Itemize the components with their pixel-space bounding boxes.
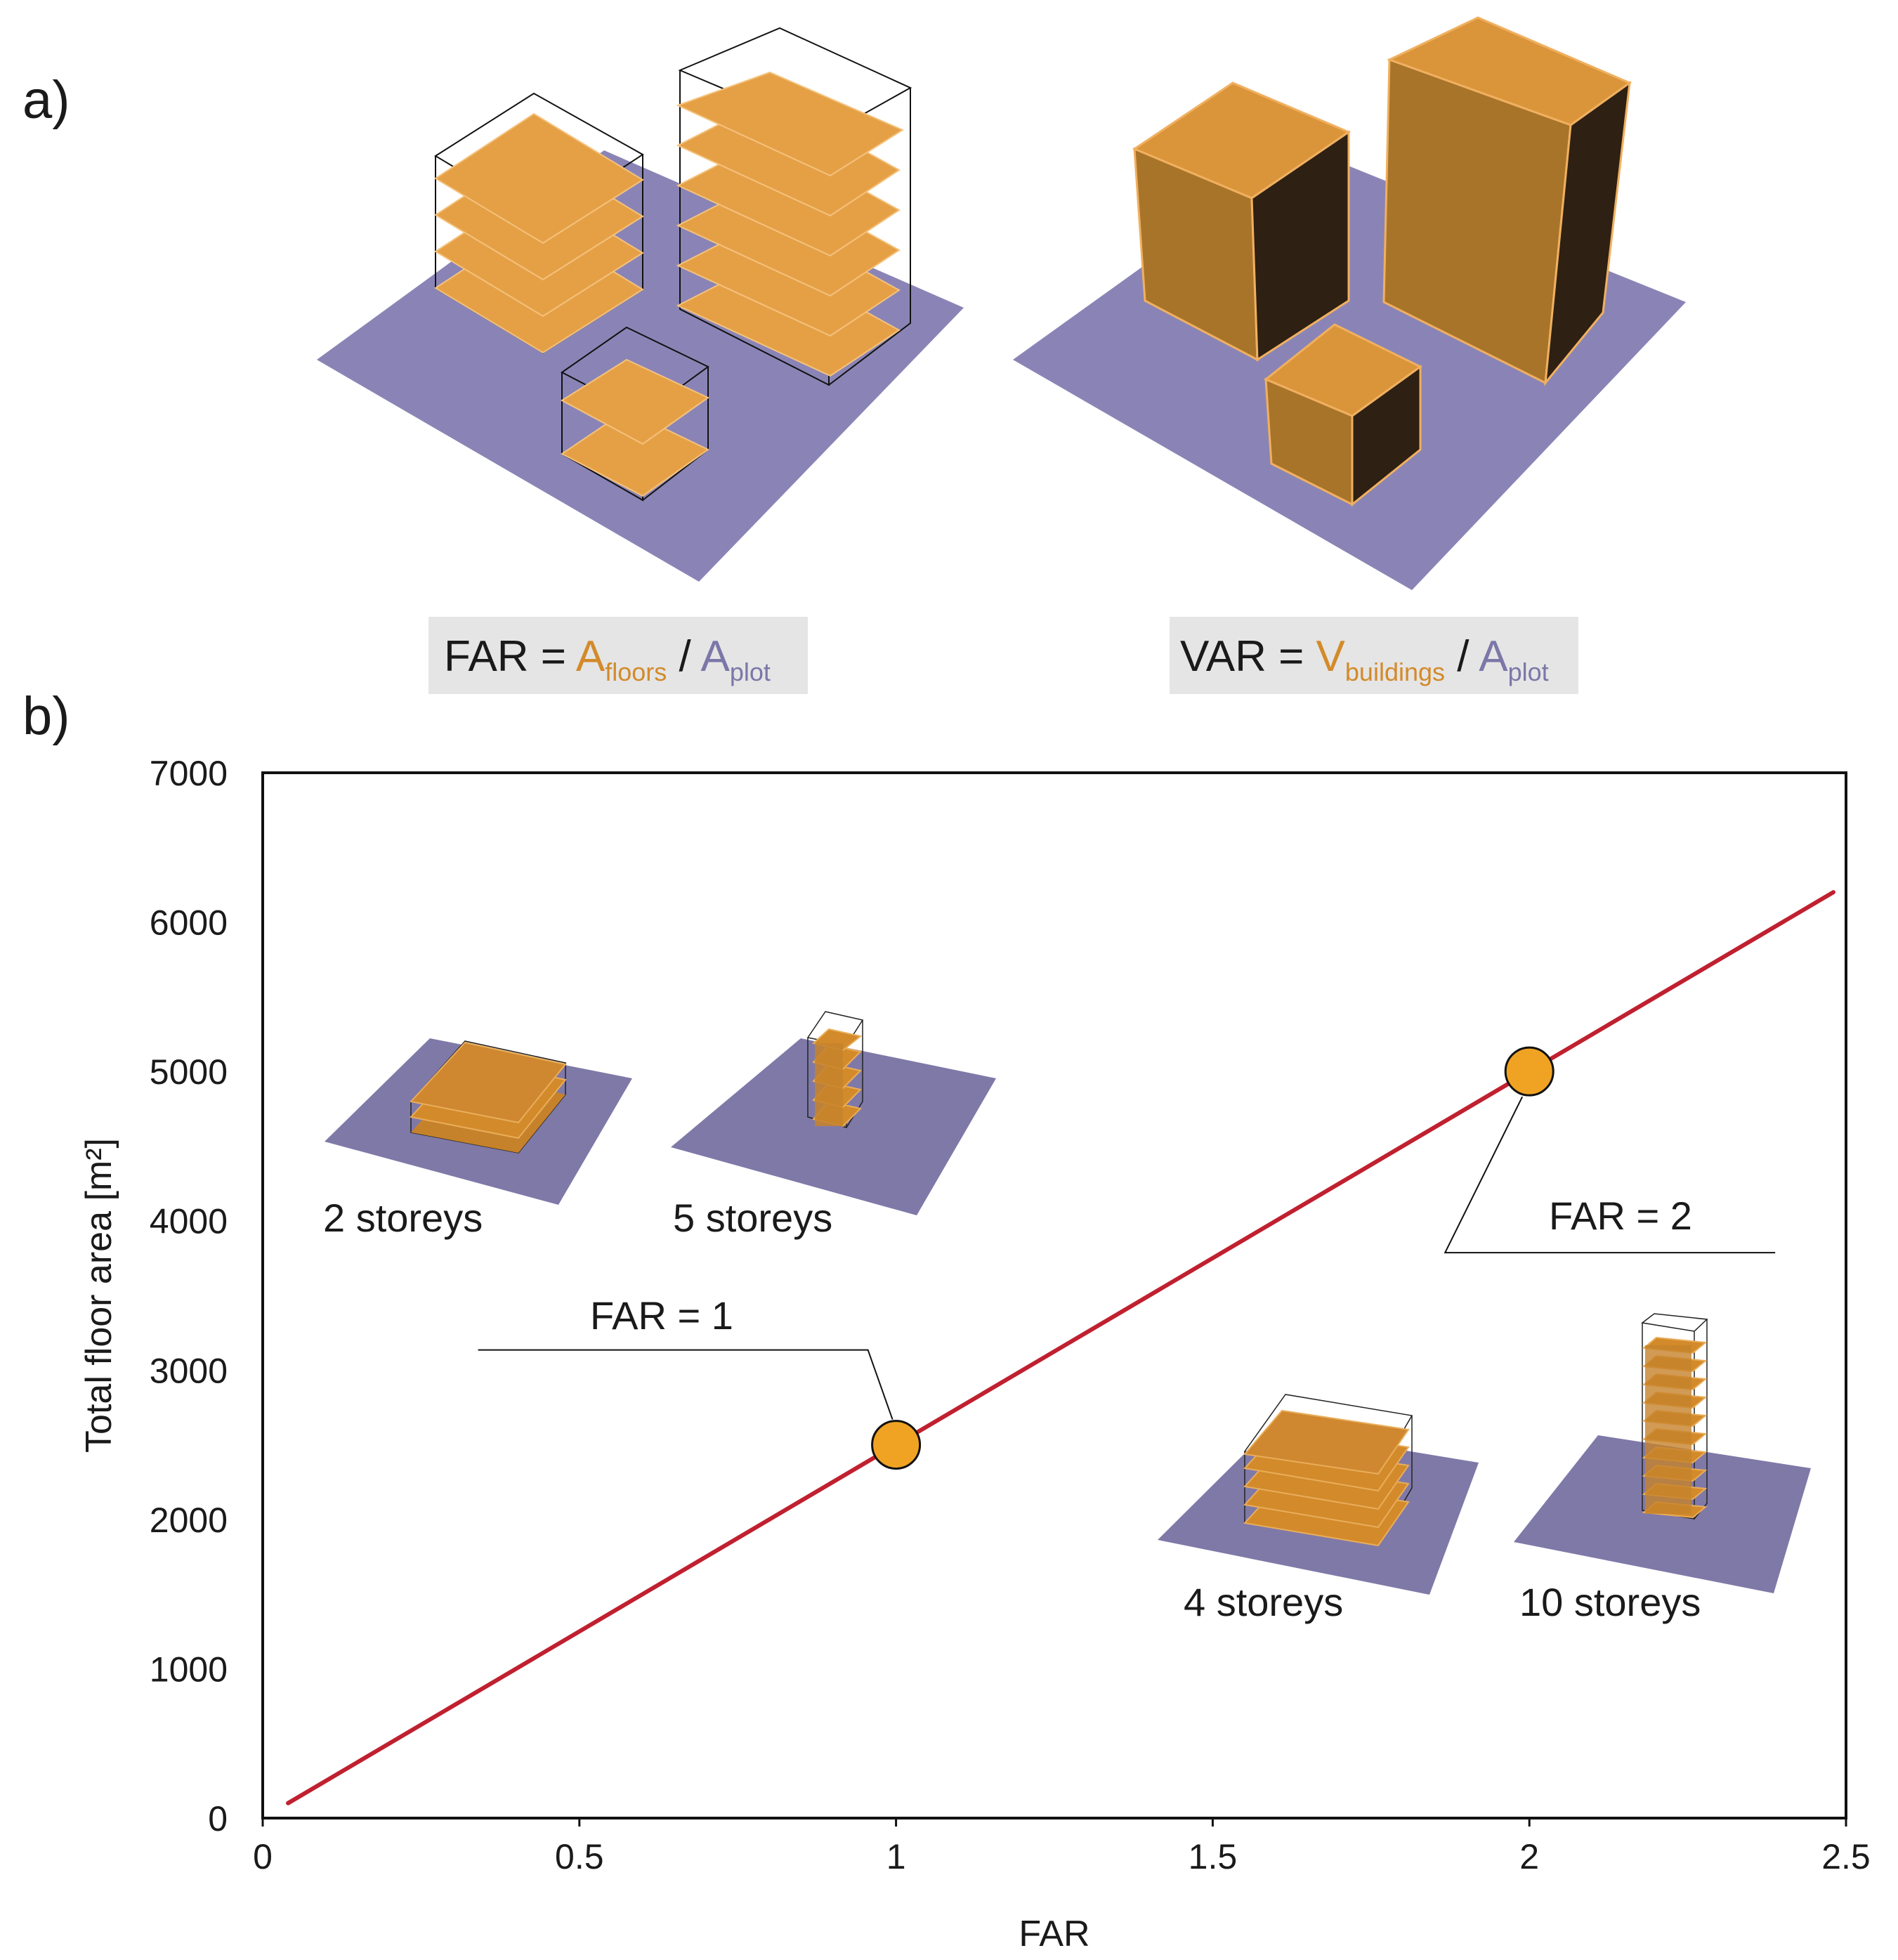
inset-10-storeys: 10 storeys	[1514, 1313, 1811, 1624]
plot-frame	[261, 771, 1847, 1819]
panel-b-label: b)	[22, 686, 70, 746]
inset-4-storeys: 4 storeys	[1158, 1394, 1479, 1624]
var-building-left	[1132, 81, 1351, 362]
far-building-6-floors	[676, 27, 912, 386]
far2-callout-label: FAR = 2	[1549, 1194, 1692, 1238]
y-tick-label: 4000	[150, 1202, 228, 1241]
far-building-2-floors	[561, 326, 709, 502]
inset-2-storeys-label: 2 storeys	[323, 1196, 483, 1240]
x-axis: 0 0.5 1 1.5 2 2.5	[253, 1818, 1871, 1876]
panel-a-label: a)	[22, 70, 70, 130]
y-axis: 0 1000 2000 3000 4000 5000 6000 7000	[150, 754, 228, 1838]
x-tick-label: 2	[1519, 1837, 1539, 1876]
var-building-small	[1264, 323, 1422, 507]
far-illustration	[317, 27, 964, 582]
far2-leader-line	[1444, 1096, 1776, 1254]
var-illustration	[1013, 16, 1686, 590]
var-building-right	[1382, 16, 1632, 386]
marker-far-2	[1504, 1046, 1555, 1097]
far1-leader-line	[478, 1349, 894, 1420]
y-tick-label: 6000	[150, 903, 228, 943]
svg-text:VAR = Vbuildings / Aplot: VAR = Vbuildings / Aplot	[1180, 632, 1549, 686]
y-tick-label: 5000	[150, 1052, 228, 1092]
marker-far-1	[871, 1420, 922, 1470]
inset-10-storeys-label: 10 storeys	[1519, 1580, 1701, 1624]
inset-5-storeys: 5 storeys	[671, 1011, 996, 1240]
inset-4-storeys-label: 4 storeys	[1184, 1580, 1343, 1624]
far-formula-label: FAR = Afloors / Aplot	[428, 617, 808, 694]
var-formula-label: VAR = Vbuildings / Aplot	[1170, 617, 1578, 694]
y-axis-title: Total floor area [m²]	[79, 1138, 119, 1453]
x-tick-label: 0	[253, 1837, 273, 1876]
inset-2-storeys: 2 storeys	[323, 1038, 632, 1240]
y-tick-label: 3000	[150, 1351, 228, 1390]
y-tick-label: 0	[208, 1799, 228, 1838]
far1-callout-label: FAR = 1	[590, 1293, 733, 1338]
x-tick-label: 1	[886, 1837, 906, 1876]
y-tick-label: 2000	[150, 1501, 228, 1540]
x-tick-label: 1.5	[1189, 1837, 1238, 1876]
y-tick-label: 1000	[150, 1649, 228, 1689]
svg-text:FAR = Afloors / Aplot: FAR = Afloors / Aplot	[444, 632, 771, 686]
x-axis-title: FAR	[1019, 1914, 1089, 1954]
inset-5-storeys-label: 5 storeys	[673, 1196, 832, 1240]
far-building-4-floors	[434, 92, 644, 354]
series-line	[286, 890, 1835, 1805]
y-tick-label: 7000	[150, 754, 228, 793]
x-tick-label: 0.5	[555, 1837, 604, 1876]
x-tick-label: 2.5	[1821, 1837, 1871, 1876]
